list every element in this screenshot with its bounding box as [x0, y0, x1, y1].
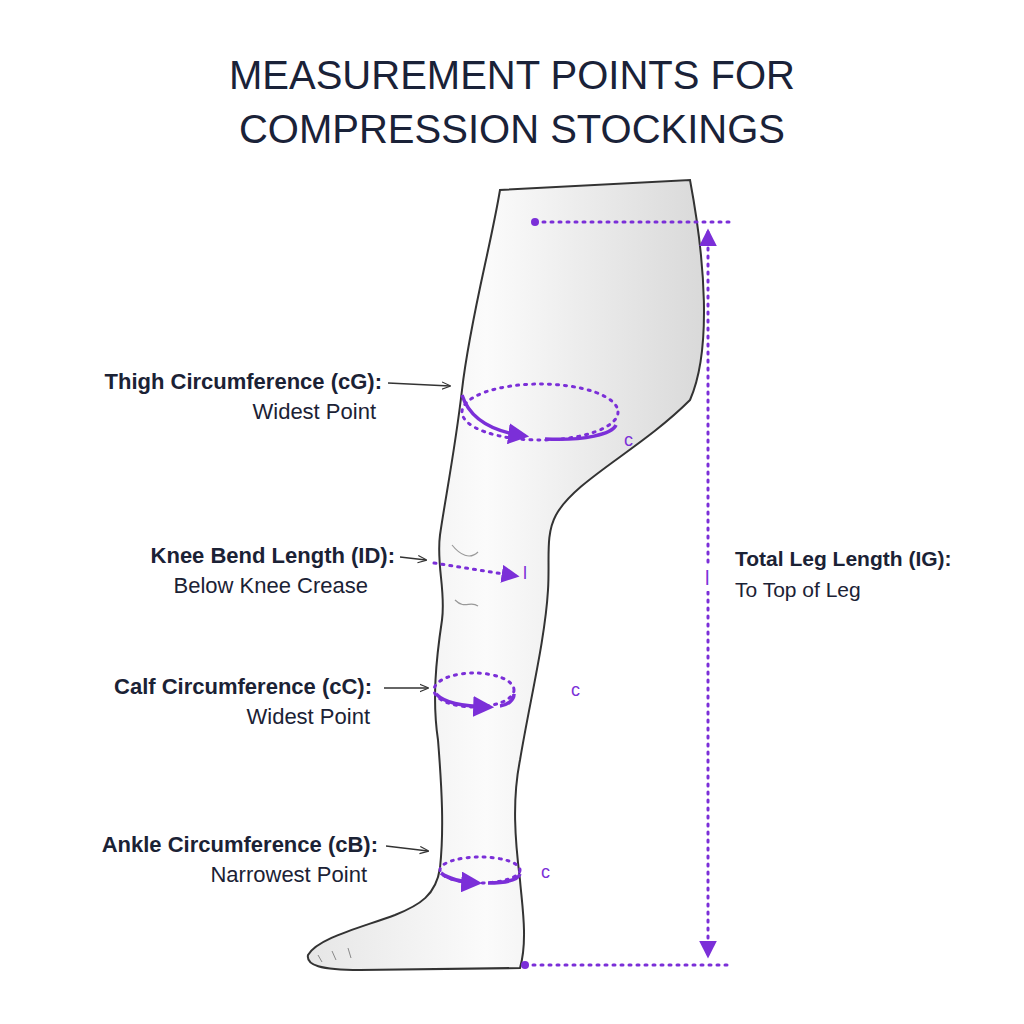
thigh-loop — [462, 384, 618, 440]
pointer-arrow — [400, 557, 426, 560]
calf-arc — [500, 694, 514, 706]
symbol-letter: l — [523, 563, 527, 584]
measure-note: Widest Point — [253, 399, 377, 425]
symbol-letter: c — [624, 430, 633, 451]
knee-shading — [452, 545, 478, 606]
top-guide — [535, 221, 730, 224]
pointer-arrow — [384, 687, 428, 688]
symbol-letter: l — [702, 566, 712, 591]
calf-arrow — [436, 694, 490, 707]
knee-line — [434, 563, 516, 576]
thigh-arc — [545, 425, 616, 439]
measure-note: Narrowest Point — [210, 862, 367, 888]
bottom-guide — [525, 964, 730, 967]
ankle-loop — [440, 857, 520, 883]
measure-name: Knee Bend Length (ID): — [151, 543, 395, 569]
toe-lines — [318, 948, 351, 962]
measure-note: Below Knee Crease — [174, 573, 368, 599]
measure-name: Ankle Circumference (cB): — [102, 832, 378, 858]
measure-note: Widest Point — [247, 704, 371, 730]
top-dot — [531, 218, 539, 226]
measure-note: To Top of Leg — [735, 578, 861, 602]
ankle-arrow — [441, 873, 478, 883]
ankle-arc — [488, 874, 520, 883]
measure-name: Total Leg Length (IG): — [735, 547, 952, 571]
calf-loop — [434, 673, 514, 707]
pointer-arrow — [386, 846, 428, 851]
symbol-letter: c — [571, 680, 580, 701]
bottom-dot — [521, 961, 529, 969]
measure-name: Calf Circumference (cC): — [114, 674, 372, 700]
pointer-arrow — [388, 383, 450, 386]
length-line — [707, 232, 710, 955]
measure-name: Thigh Circumference (cG): — [105, 369, 382, 395]
thigh-arrow — [462, 395, 525, 436]
symbol-letter: c — [541, 862, 550, 883]
diagram-title: MEASUREMENT POINTS FOR COMPRESSION STOCK… — [152, 48, 872, 156]
